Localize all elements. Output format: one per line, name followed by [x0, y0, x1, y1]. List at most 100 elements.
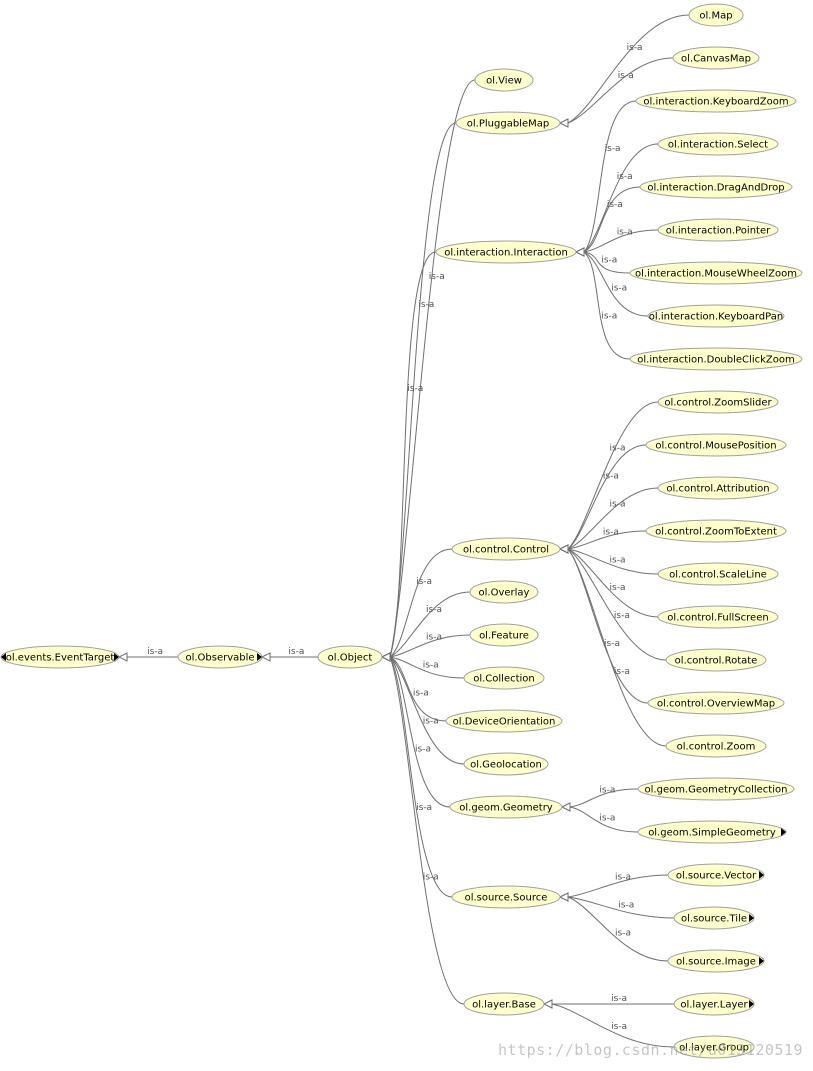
node-label: ol.source.Source	[465, 893, 548, 904]
edge-label-is-a: is-a	[416, 577, 432, 587]
is-a-arrowhead	[574, 247, 585, 257]
node-ellipse	[657, 390, 779, 414]
class-node-c_scale[interactable]: ol.control.ScaleLine	[657, 562, 779, 586]
class-node-i_dczoom[interactable]: ol.interaction.DoubleClickZoom	[629, 347, 803, 371]
class-node-g_simple[interactable]: ol.geom.SimpleGeometry	[637, 820, 787, 844]
class-node-i_pointer[interactable]: ol.interaction.Pointer	[657, 218, 779, 242]
class-node-deviceorient[interactable]: ol.DeviceOrientation	[445, 709, 563, 733]
expand-right-icon[interactable]	[749, 1000, 754, 1008]
node-ellipse	[673, 1035, 755, 1059]
class-node-c_zoom[interactable]: ol.control.Zoom	[665, 734, 767, 758]
class-node-c_overview[interactable]: ol.control.OverviewMap	[647, 691, 785, 715]
class-node-i_dragdrop[interactable]: ol.interaction.DragAndDrop	[639, 175, 793, 199]
expand-right-icon[interactable]	[257, 653, 262, 661]
node-ellipse	[635, 89, 797, 113]
edge-s_image-to-source: is-a	[558, 892, 669, 962]
class-node-i_mwzoom[interactable]: ol.interaction.MouseWheelZoom	[629, 261, 803, 285]
node-label: ol.Observable	[185, 653, 254, 664]
edge-line	[567, 896, 675, 919]
node-ellipse	[445, 709, 563, 733]
class-node-control[interactable]: ol.control.Control	[451, 537, 561, 561]
edge-label-is-a: is-a	[611, 284, 627, 294]
node-ellipse	[645, 519, 787, 543]
edge-label-is-a: is-a	[617, 228, 633, 238]
class-node-geometry[interactable]: ol.geom.Geometry	[449, 795, 563, 819]
class-node-c_mousepos[interactable]: ol.control.MousePosition	[645, 433, 787, 457]
node-label: ol.Feature	[479, 631, 529, 642]
node-label: ol.events.EventTarget	[6, 653, 115, 664]
expand-right-icon[interactable]	[759, 957, 764, 965]
edge-line	[583, 229, 659, 253]
class-node-interaction[interactable]: ol.interaction.Interaction	[435, 240, 577, 264]
node-ellipse	[657, 562, 779, 586]
edge-label-is-a: is-a	[416, 803, 432, 813]
expand-right-icon[interactable]	[781, 828, 786, 836]
class-node-i_kbpan[interactable]: ol.interaction.KeyboardPan	[647, 304, 785, 328]
node-label: ol.geom.Geometry	[459, 803, 553, 814]
class-node-s_tile[interactable]: ol.source.Tile	[673, 906, 755, 930]
edge-g_collection-to-geometry: is-a	[560, 785, 639, 812]
expand-right-icon[interactable]	[759, 871, 764, 879]
class-node-observable[interactable]: ol.Observable	[177, 645, 263, 669]
is-a-arrowhead	[260, 652, 271, 662]
class-node-g_collection[interactable]: ol.geom.GeometryCollection	[637, 777, 795, 801]
edge-s_vector-to-source: is-a	[558, 873, 669, 902]
class-node-s_vector[interactable]: ol.source.Vector	[667, 863, 765, 887]
class-node-collection[interactable]: ol.Collection	[463, 666, 545, 690]
node-ellipse	[639, 175, 793, 199]
node-ellipse	[463, 992, 545, 1016]
edge-view-to-object: is-a	[380, 79, 476, 662]
class-node-map[interactable]: ol.Map	[688, 3, 744, 27]
edge-canvasmap-to-pluggable: is-a	[558, 57, 674, 128]
edge-line	[389, 548, 453, 658]
class-node-overlay[interactable]: ol.Overlay	[469, 580, 539, 604]
class-node-canvasmap[interactable]: ol.CanvasMap	[672, 46, 760, 70]
edge-label-is-a: is-a	[423, 873, 439, 883]
class-node-geolocation[interactable]: ol.Geolocation	[463, 752, 549, 776]
class-node-i_select[interactable]: ol.interaction.Select	[657, 132, 779, 156]
edge-line	[583, 186, 641, 253]
class-node-c_attr[interactable]: ol.control.Attribution	[657, 476, 779, 500]
node-ellipse	[629, 347, 803, 371]
node-ellipse	[463, 666, 545, 690]
class-node-layerbase[interactable]: ol.layer.Base	[463, 992, 545, 1016]
node-ellipse	[469, 623, 539, 647]
edge-label-is-a: is-a	[605, 144, 621, 154]
class-node-c_rotate[interactable]: ol.control.Rotate	[665, 648, 767, 672]
edge-line	[567, 548, 667, 747]
edge-line	[389, 251, 437, 658]
node-label: ol.Collection	[473, 674, 535, 685]
class-node-l_layer[interactable]: ol.layer.Layer	[673, 992, 755, 1016]
edge-line	[569, 806, 639, 833]
class-node-events_target[interactable]: ol.events.EventTarget	[0, 645, 120, 669]
edge-line	[567, 57, 674, 124]
node-label: ol.geom.SimpleGeometry	[648, 828, 776, 839]
class-node-feature[interactable]: ol.Feature	[469, 623, 539, 647]
class-node-c_zslider[interactable]: ol.control.ZoomSlider	[657, 390, 779, 414]
class-node-pluggable[interactable]: ol.PluggableMap	[455, 111, 561, 135]
class-node-object[interactable]: ol.Object	[317, 645, 383, 669]
expand-right-icon[interactable]	[749, 914, 754, 922]
edge-label-is-a: is-a	[610, 583, 626, 593]
expand-right-icon[interactable]	[114, 653, 119, 661]
class-node-l_group[interactable]: ol.layer.Group	[673, 1035, 755, 1059]
node-ellipse	[665, 648, 767, 672]
edge-object-to-observable: is-a	[260, 647, 318, 662]
node-label: ol.PluggableMap	[467, 119, 549, 130]
class-node-c_full[interactable]: ol.control.FullScreen	[657, 605, 779, 629]
expand-left-icon[interactable]	[1, 653, 6, 661]
class-node-s_image[interactable]: ol.source.Image	[667, 949, 765, 973]
node-label: ol.layer.Base	[472, 1000, 536, 1011]
class-node-i_kbzoom[interactable]: ol.interaction.KeyboardZoom	[635, 89, 797, 113]
class-node-view[interactable]: ol.View	[474, 68, 534, 92]
node-label: ol.control.Zoom	[677, 742, 756, 753]
node-label: ol.control.FullScreen	[667, 613, 768, 624]
node-label: ol.control.ScaleLine	[669, 570, 767, 581]
class-node-c_zextent[interactable]: ol.control.ZoomToExtent	[645, 519, 787, 543]
class-node-source[interactable]: ol.source.Source	[451, 885, 561, 909]
edge-label-is-a: is-a	[418, 300, 434, 310]
node-label: ol.source.Image	[676, 957, 756, 968]
node-label: ol.Object	[328, 653, 373, 664]
